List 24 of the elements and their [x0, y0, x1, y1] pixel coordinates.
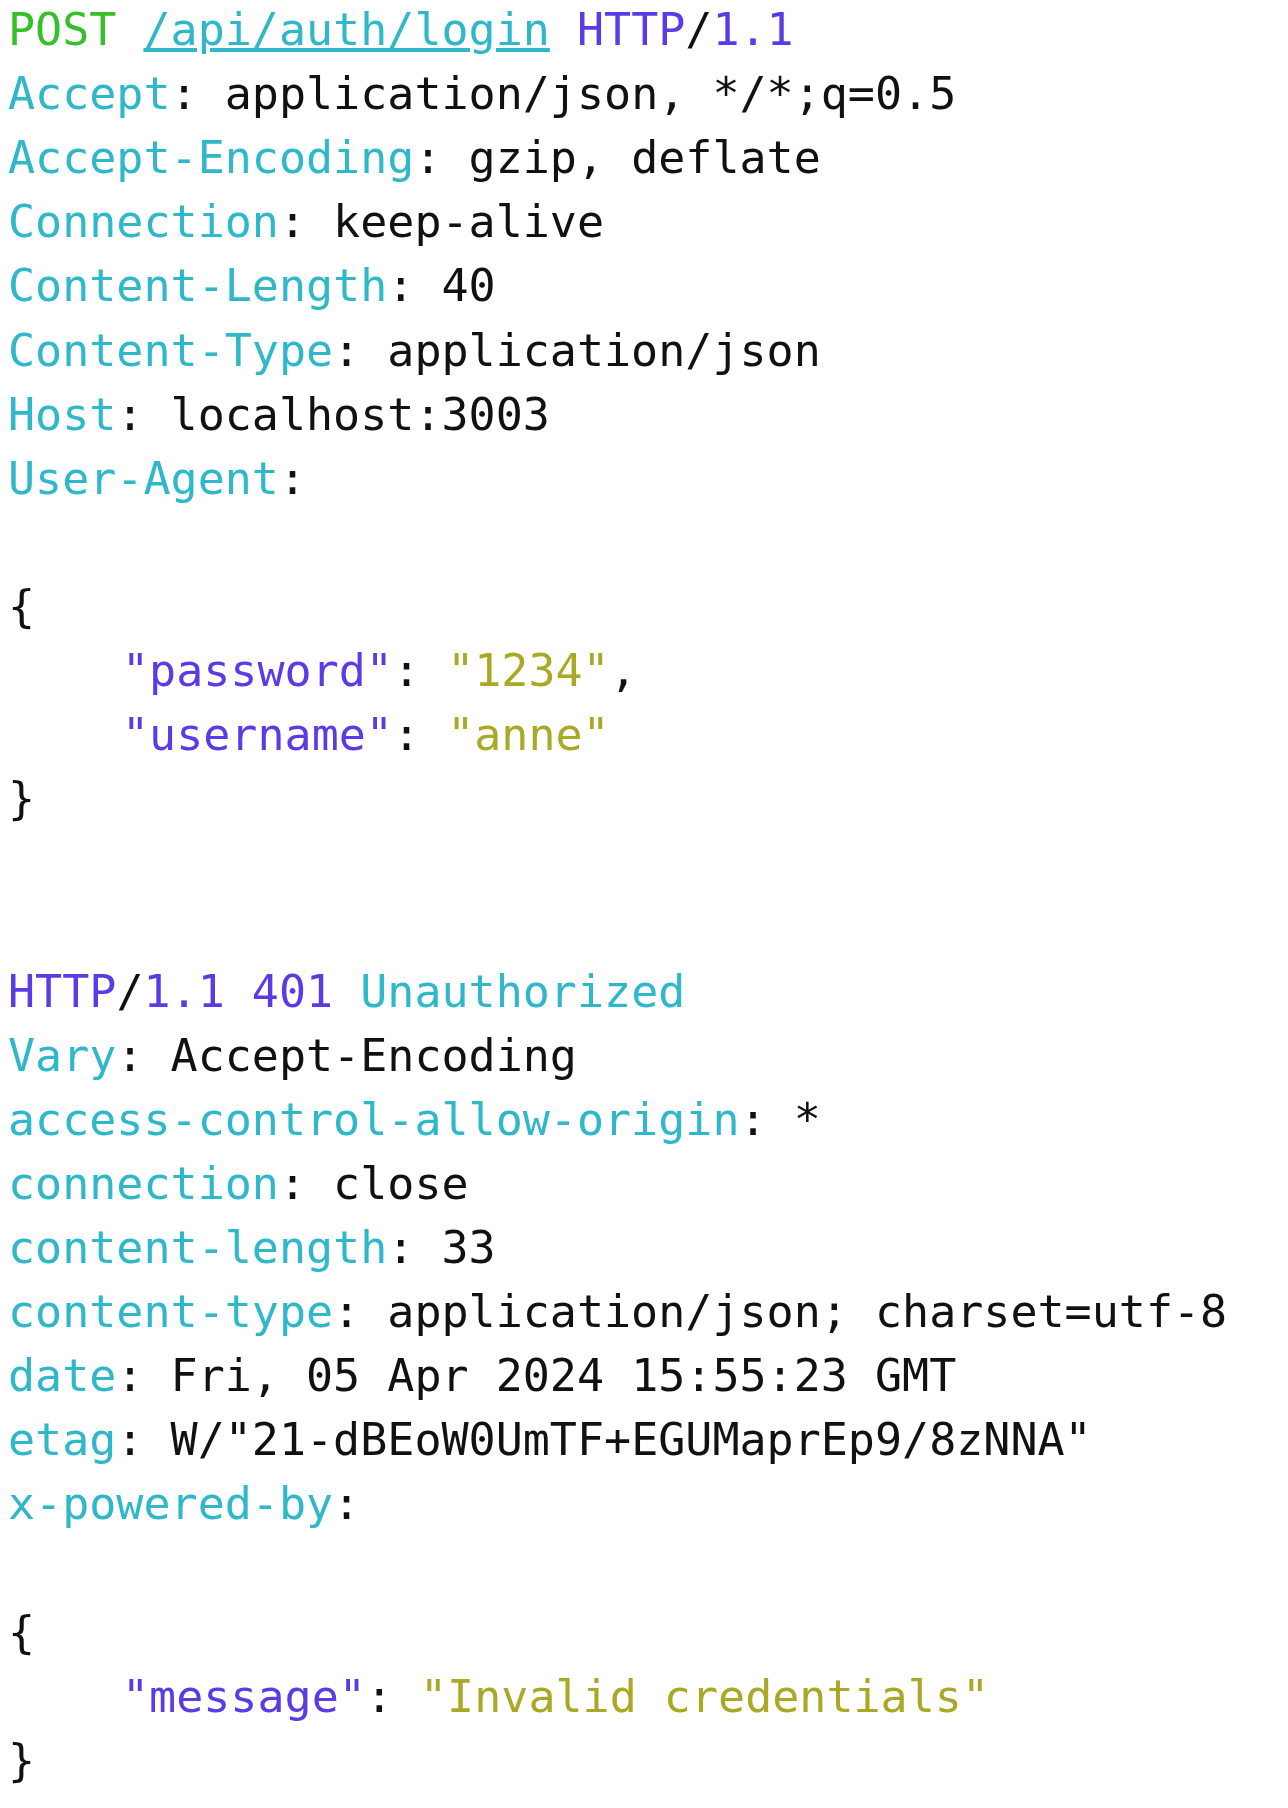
code-line: etag: W/"21-dBEoW0UmTF+EGUMaprEp9/8zNNA"	[8, 1412, 1092, 1469]
code-line: "username": "anne"	[122, 707, 610, 764]
code-line: access-control-allow-origin: *	[8, 1091, 821, 1148]
code-line: date: Fri, 05 Apr 2024 15:55:23 GMT	[8, 1348, 957, 1405]
code-line: Connection: keep-alive	[8, 194, 605, 251]
code-line: Vary: Accept-Encoding	[8, 1027, 577, 1084]
code-line: HTTP/1.1 401 Unauthorized	[8, 963, 686, 1020]
code-line: Accept: application/json, */*;q=0.5	[8, 66, 957, 123]
code-line: Accept-Encoding: gzip, deflate	[8, 130, 821, 187]
code-line: {	[8, 1604, 36, 1661]
code-line: Content-Type: application/json	[8, 322, 821, 379]
code-line: {	[8, 578, 36, 635]
code-line: }	[8, 771, 36, 828]
code-line: "message": "Invalid credentials"	[122, 1668, 989, 1725]
code-line: content-type: application/json; charset=utf-8	[8, 1284, 1228, 1340]
code-line: "password": "1234",	[122, 643, 637, 699]
code-line: User-Agent:	[8, 450, 307, 507]
code-line: connection: close	[8, 1155, 469, 1212]
code-line: POST /api/auth/login HTTP/1.1	[8, 2, 794, 58]
code-line: Host: localhost:3003	[8, 386, 550, 443]
code-line: Content-Length: 40	[8, 258, 496, 315]
code-line: x-powered-by:	[8, 1476, 361, 1533]
code-line: content-length: 33	[8, 1219, 496, 1276]
code-line: }	[8, 1732, 36, 1789]
